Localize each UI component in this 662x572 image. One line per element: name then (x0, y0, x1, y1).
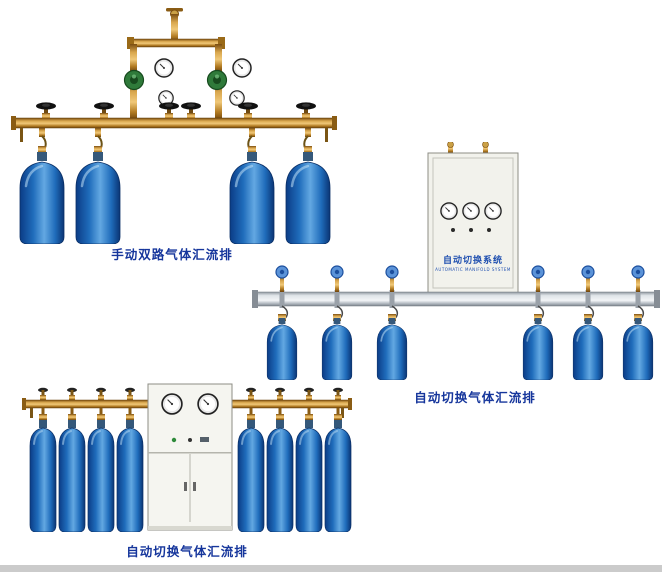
gas-cylinder (237, 420, 265, 532)
pressure-gauge-icon (161, 393, 183, 415)
pressure-gauge-icon (229, 90, 245, 106)
bar-clamp (535, 290, 541, 308)
valve-handwheel-icon (159, 102, 179, 119)
pressure-gauge-icon (232, 58, 252, 78)
control-cabinet (427, 142, 519, 294)
gas-cylinder (572, 318, 604, 380)
gas-cylinder (522, 318, 554, 380)
cabinet-door-split (189, 454, 191, 522)
switch-dot-icon (451, 228, 455, 232)
manifold-handwheel-valves (36, 102, 316, 119)
floor-cabinet (147, 383, 233, 531)
gas-cylinder (295, 420, 323, 532)
regulator-icon (206, 69, 228, 91)
manifold-bar (252, 290, 660, 308)
gas-cylinder (321, 318, 353, 380)
main-header-pipe (11, 116, 337, 142)
pressure-gauge-icon (440, 202, 458, 220)
door-handle-icon (184, 482, 187, 491)
bar-clamp (279, 290, 285, 308)
valve-handwheel-icon (246, 387, 256, 400)
product1-caption: 手动双路气体汇流排 (111, 247, 233, 262)
valve-handwheel-icon (296, 102, 316, 119)
valve-handwheel-icon (125, 387, 135, 400)
gas-cylinder (18, 152, 66, 244)
valve-handwheel-icon (181, 102, 201, 119)
riser-valves (38, 387, 343, 421)
manual-manifold-figure (11, 8, 337, 244)
left-regulator-station (123, 58, 174, 120)
cabinet-label: 自动切换系统 AUTOMATIC MANIFOLD SYSTEM (428, 256, 518, 272)
switch-dot-icon (487, 228, 491, 232)
page-bottom-edge (0, 565, 662, 572)
valve-handwheel-icon (67, 387, 77, 400)
valve-knob-icon (385, 265, 399, 279)
valve-knob-icon (330, 265, 344, 279)
valve-knob-icon (631, 265, 645, 279)
riser-knobs (275, 265, 645, 292)
right-regulator-station (206, 58, 252, 120)
valve-knob-icon (581, 265, 595, 279)
pressure-gauge-icon (484, 202, 502, 220)
indicator-light-icon (171, 437, 177, 443)
cabinet-subtitle-text: AUTOMATIC MANIFOLD SYSTEM (435, 267, 511, 273)
valve-handwheel-icon (94, 102, 114, 119)
auto-switch-floor-figure (22, 383, 352, 532)
valve-handwheel-icon (304, 387, 314, 400)
valve-handwheel-icon (238, 102, 258, 119)
top-inlet-assembly (127, 8, 225, 72)
gas-cylinder (87, 420, 115, 532)
gas-cylinder (58, 420, 86, 532)
cylinder-hoses (38, 128, 312, 153)
switch-dot-icon (469, 228, 473, 232)
pressure-gauge-icon (197, 393, 219, 415)
bar-clamp (585, 290, 591, 308)
cabinet-title-text: 自动切换系统 (442, 256, 503, 266)
gas-cylinder (266, 420, 294, 532)
valve-handwheel-icon (96, 387, 106, 400)
door-handle-icon (193, 482, 196, 491)
gas-cylinder (116, 420, 144, 532)
valve-knob-icon (275, 265, 289, 279)
valve-handwheel-icon (38, 387, 48, 400)
gas-cylinder (74, 152, 122, 244)
product3-caption: 自动切换气体汇流排 (126, 544, 248, 559)
bar-clamp (389, 290, 395, 308)
switch-dot-icon (188, 438, 192, 442)
control-switch-icon (200, 437, 209, 442)
pressure-gauge-icon (154, 58, 174, 78)
gas-cylinder (376, 318, 408, 380)
valve-handwheel-icon (36, 102, 56, 119)
bar-clamp (334, 290, 340, 308)
regulator-icon (123, 69, 145, 91)
pressure-gauge-icon (462, 202, 480, 220)
product2-caption: 自动切换气体汇流排 (414, 390, 536, 405)
valve-handwheel-icon (275, 387, 285, 400)
gas-cylinder (324, 420, 352, 532)
gas-cylinder (622, 318, 654, 380)
valve-handwheel-icon (333, 387, 343, 400)
valve-knob-icon (531, 265, 545, 279)
auto-switch-wall-figure (252, 142, 660, 380)
gas-cylinder (266, 318, 298, 380)
bar-clamp (635, 290, 641, 308)
gas-cylinder (29, 420, 57, 532)
